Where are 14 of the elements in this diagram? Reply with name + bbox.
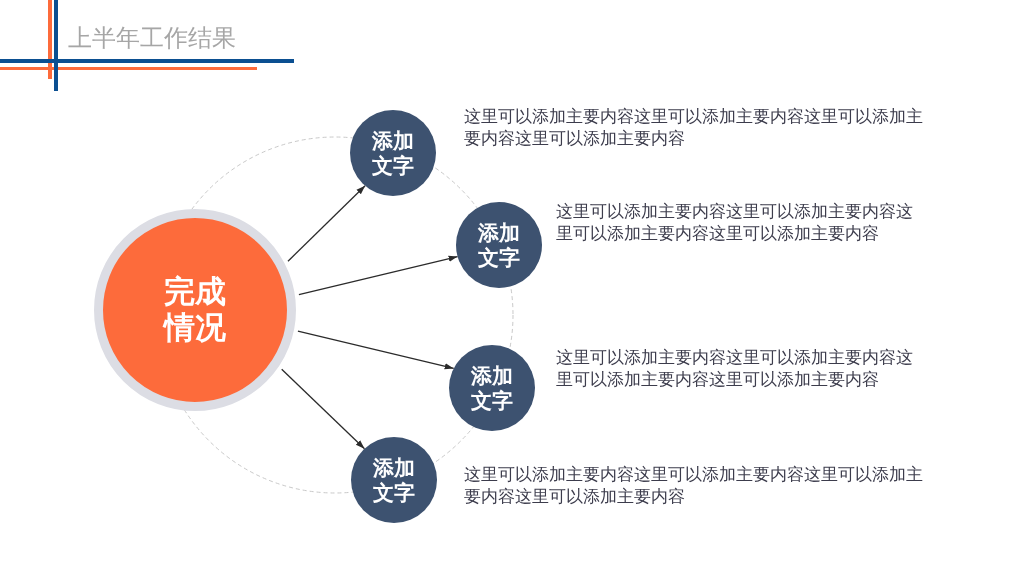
description-text: 这里可以添加主要内容这里可以添加主要内容这里可以添加主要内容这里可以添加主要内容 (556, 347, 914, 391)
description-text: 这里可以添加主要内容这里可以添加主要内容这里可以添加主要内容这里可以添加主要内容 (464, 464, 924, 508)
circle-label: 添加文字 (371, 128, 415, 178)
arrow (297, 330, 455, 370)
description-text: 这里可以添加主要内容这里可以添加主要内容这里可以添加主要内容这里可以添加主要内容 (556, 201, 914, 245)
circle-label: 添加文字 (477, 220, 521, 270)
page-title: 上半年工作结果 (68, 25, 236, 51)
circle-label: 添加文字 (470, 363, 514, 413)
circle-label: 添加文字 (372, 455, 416, 505)
circle-label: 完成情况 (163, 274, 227, 346)
description-text: 这里可以添加主要内容这里可以添加主要内容这里可以添加主要内容这里可以添加主要内容 (464, 106, 924, 150)
arrow (287, 185, 366, 262)
arrow (298, 255, 459, 296)
arrow (281, 368, 366, 450)
